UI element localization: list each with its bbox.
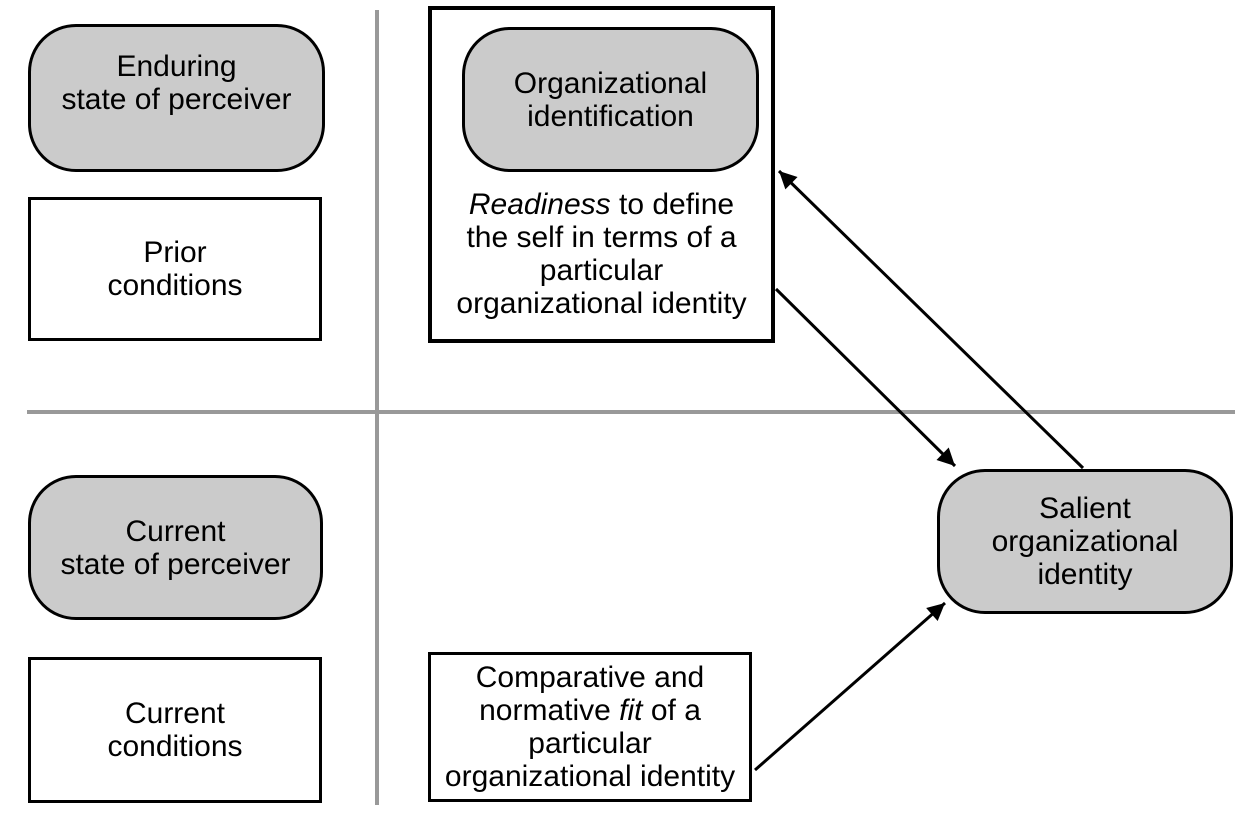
horizontal-divider-line	[27, 410, 1235, 414]
arrow-identification-to-salient	[774, 287, 957, 468]
vertical-divider-line	[375, 10, 379, 805]
arrow-fit-to-salient	[754, 601, 946, 772]
arrow-salient-to-identification	[777, 169, 1085, 470]
